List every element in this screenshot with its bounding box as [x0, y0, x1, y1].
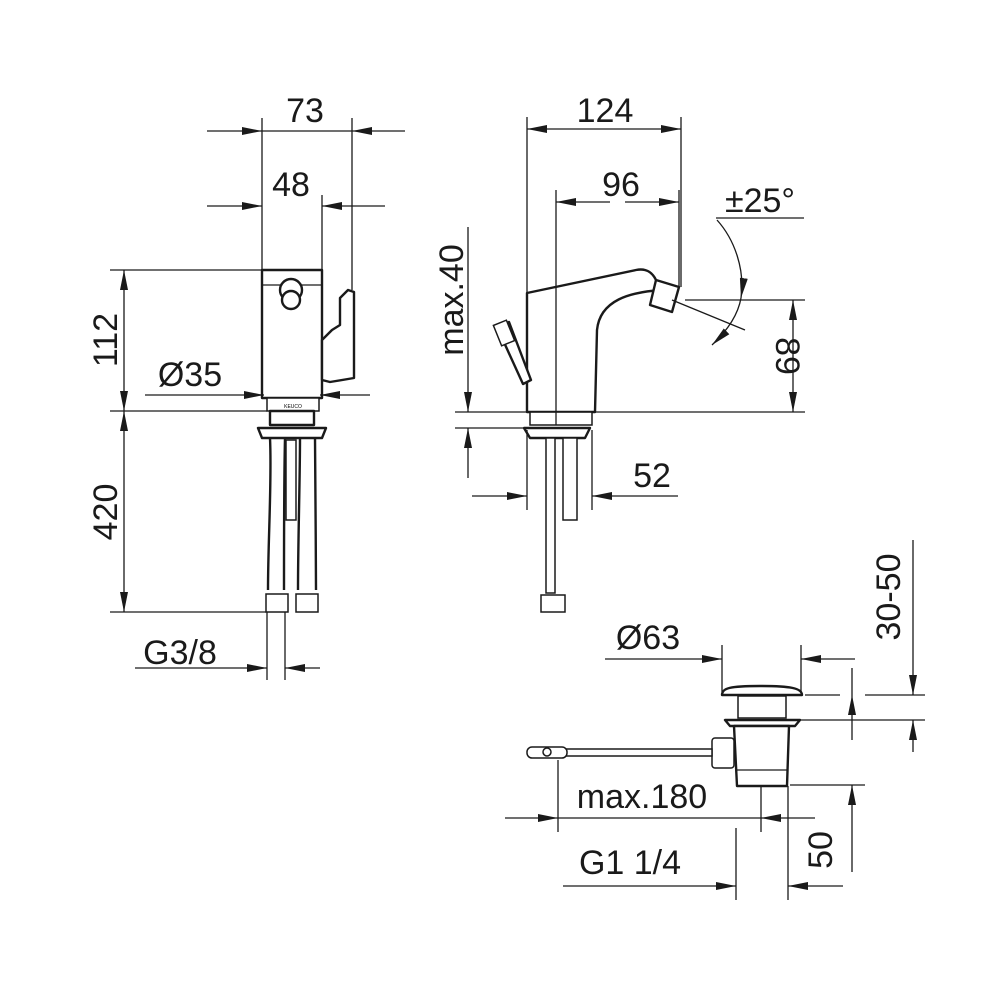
dimension-73: 73: [207, 92, 405, 290]
dim-label-g1-1-4: G1 1/4: [579, 844, 681, 882]
dimension-124: 124: [526, 92, 682, 293]
dim-label-diameter-35: Ø35: [158, 356, 222, 394]
dimension-g3-8: G3/8: [135, 612, 320, 680]
dim-label-73: 73: [286, 92, 324, 130]
dimension-420: 420: [87, 411, 266, 613]
dim-label-g3-8: G3/8: [143, 634, 217, 672]
front-mixer-body: KEUCO: [256, 268, 356, 613]
dim-label-max-180: max.180: [577, 778, 707, 816]
dim-label-89: 89: [768, 337, 806, 375]
dim-label-max-40: max.40: [433, 244, 471, 356]
svg-text:KEUCO: KEUCO: [284, 404, 302, 410]
dim-label-112: 112: [87, 313, 125, 367]
dim-label-124: 124: [577, 92, 634, 130]
dim-label-30-50: 30-50: [870, 554, 908, 641]
dimension-30-50: 30-50: [800, 540, 925, 752]
dimension-max-180: max.180: [505, 760, 815, 832]
dimension-89: 89: [455, 299, 806, 413]
dimension-48: 48: [207, 166, 385, 270]
dim-label-48: 48: [272, 166, 310, 204]
dimension-diameter-35: Ø35: [145, 356, 370, 399]
dimension-52: 52: [472, 430, 678, 510]
dim-label-52: 52: [633, 457, 671, 495]
dimension-50: 50: [790, 668, 865, 872]
dimension-112: 112: [87, 269, 267, 412]
dim-label-angle-25: ±25°: [725, 182, 795, 220]
side-view: 124 96 ±25° 89 max.40: [433, 92, 806, 613]
dimension-g1-1-4: G1 1/4: [563, 786, 843, 900]
dimension-angle-25: ±25°: [671, 182, 804, 346]
dimension-max-40: max.40: [433, 227, 530, 478]
front-view: KEUCO 73 48: [87, 92, 405, 680]
waste-fitting: [526, 684, 804, 788]
dim-label-diameter-63: Ø63: [616, 619, 680, 657]
dim-label-50: 50: [802, 831, 840, 869]
dim-label-96: 96: [602, 166, 640, 204]
dimension-96: 96: [555, 166, 680, 425]
dim-label-420: 420: [87, 484, 125, 541]
side-mixer-body: [492, 268, 681, 613]
dimension-diameter-63: Ø63: [605, 619, 855, 692]
waste-view: Ø63 30-50 max.180 G1 1/4: [505, 540, 925, 900]
